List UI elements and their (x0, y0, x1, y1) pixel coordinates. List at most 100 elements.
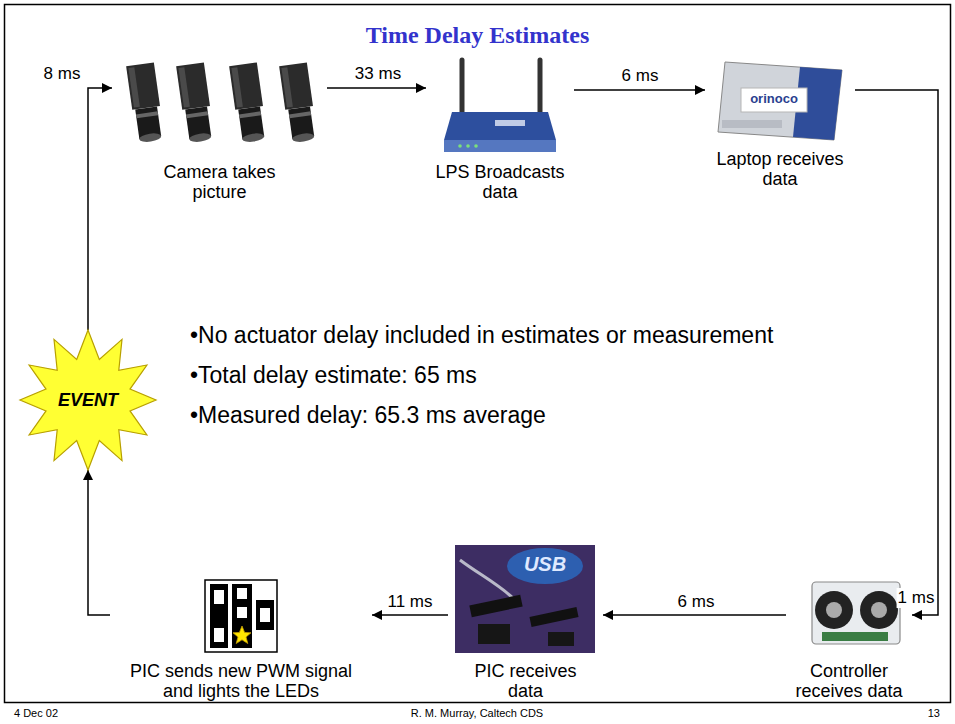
camera-picture (136, 111, 158, 118)
router-picture (495, 120, 525, 126)
router-picture (474, 144, 478, 148)
camera-picture (229, 62, 268, 143)
arrow-connector (88, 88, 112, 330)
caption: Controller receives data (790, 661, 908, 702)
robot-picture (871, 602, 887, 618)
delay-label: 6 ms (677, 592, 716, 612)
caption: LPS Broadcasts data (430, 162, 570, 203)
led-panel-picture (256, 600, 274, 630)
router-picture (444, 112, 556, 140)
slide-frame (5, 5, 951, 703)
robot-picture (812, 582, 900, 644)
star-shape (20, 330, 156, 470)
camera-picture (292, 132, 315, 143)
arrow-connector (855, 90, 938, 615)
pic-board-picture (469, 595, 522, 618)
led-panel-picture (232, 584, 252, 648)
arrow-connector (88, 470, 110, 615)
camera-picture (186, 111, 208, 118)
event-star: EVENT (20, 330, 156, 470)
camera-picture (126, 62, 160, 109)
camera-picture (128, 67, 140, 107)
caption: Camera takes picture (155, 162, 285, 203)
camera-picture (139, 132, 162, 143)
page-number: 13 (928, 707, 940, 719)
robot-picture (860, 591, 898, 629)
wireless-card-picture (722, 120, 782, 128)
router-picture (458, 144, 462, 148)
pic-board-picture (529, 607, 578, 627)
camera-picture (279, 62, 318, 143)
controller-node: Controller receives data (786, 572, 912, 702)
router-picture (538, 60, 543, 112)
arrow-connector (327, 87, 426, 89)
router-picture (466, 144, 470, 148)
event-label: EVENT (58, 390, 118, 411)
caption: PIC sends new PWM signal and lights the … (116, 661, 366, 702)
robot-picture (812, 582, 900, 644)
camera-picture (281, 67, 293, 107)
camera-picture (279, 62, 313, 109)
camera-picture (189, 132, 212, 143)
pic-board-picture (455, 545, 595, 653)
wireless-card-picture (741, 88, 807, 112)
footer-date: 4 Dec 02 (14, 707, 58, 719)
delay-label: 33 ms (354, 64, 402, 84)
led-panel-picture (214, 628, 224, 642)
delay-label: 11 ms (386, 592, 433, 612)
led-panel-picture (237, 588, 247, 599)
robot-picture (826, 602, 842, 618)
laptop-node: Laptop receives data (705, 55, 855, 190)
camera-picture (178, 67, 190, 107)
pic-board-picture (507, 548, 583, 584)
bullet-note: •No actuator delay included in estimates… (190, 322, 773, 349)
camera-picture (176, 62, 215, 143)
led-panel-picture (210, 584, 228, 648)
camera-picture (231, 67, 243, 107)
led-panel-picture (205, 580, 277, 652)
footer-author: R. M. Murray, Caltech CDS (411, 707, 543, 719)
pic-led-node: PIC sends new PWM signal and lights the … (110, 572, 372, 702)
bullet-note: •Total delay estimate: 65 ms (190, 362, 477, 389)
camera-picture (126, 62, 318, 143)
arrow-connector (574, 89, 705, 91)
delay-label: 6 ms (621, 66, 660, 86)
led-panel-picture (260, 608, 270, 622)
caption: Laptop receives data (710, 149, 850, 190)
camera-picture (289, 111, 311, 118)
slide-title: Time Delay Estimates (0, 22, 955, 49)
usb-logo: USB (524, 553, 566, 576)
camera-picture (229, 62, 263, 109)
wireless-card-picture (718, 62, 842, 140)
bullet-note: •Measured delay: 65.3 ms average (190, 402, 546, 429)
delay-label: 8 ms (43, 64, 82, 84)
lps-node: LPS Broadcasts data (426, 52, 574, 203)
router-picture (460, 60, 465, 112)
router-picture (444, 140, 556, 152)
robot-picture (815, 591, 853, 629)
arrow-connector (603, 614, 786, 616)
card-brand: orinoco (750, 91, 798, 106)
camera-picture (242, 132, 265, 143)
led-panel-picture (237, 607, 247, 618)
delay-label: 1 ms (897, 588, 936, 608)
camera-node: Camera takes picture (112, 58, 327, 203)
camera-picture (239, 111, 261, 118)
led-panel-picture (233, 626, 251, 644)
camera-picture (176, 62, 210, 109)
led-panel-picture (205, 580, 277, 652)
pic-board-picture (548, 632, 574, 646)
pic-board-picture (460, 560, 515, 600)
camera-picture (126, 62, 165, 143)
wireless-card-picture (718, 62, 842, 140)
router-picture (444, 60, 556, 152)
caption: PIC receives data (466, 661, 586, 702)
robot-picture (822, 632, 888, 641)
pic-board-picture (478, 624, 510, 644)
led-panel-picture (214, 590, 224, 604)
pic-board-picture (455, 545, 595, 653)
arrow-connector (372, 614, 448, 616)
